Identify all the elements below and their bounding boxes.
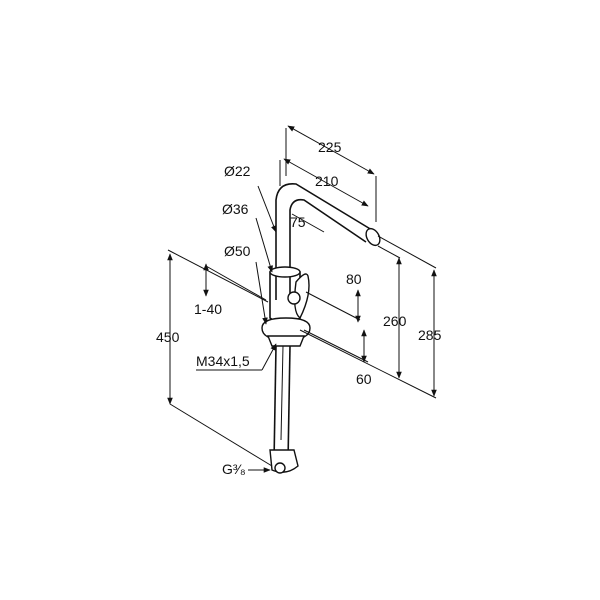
label-m34: M34x1,5 (196, 353, 250, 369)
label-260: 260 (383, 313, 407, 329)
faucet-outline (261, 183, 381, 474)
label-450: 450 (156, 329, 180, 345)
shank-center (280, 345, 284, 441)
spout-tip (365, 227, 381, 247)
dimension-labels: 225 210 Ø22 Ø36 75 Ø50 80 1-40 260 285 4… (156, 139, 442, 477)
shank-right (287, 345, 291, 463)
base-mount (266, 335, 306, 347)
label-225: 225 (318, 139, 342, 155)
label-d50: Ø50 (224, 243, 251, 259)
label-75: 75 (290, 214, 306, 230)
body-top (269, 266, 301, 278)
label-60: 60 (356, 371, 372, 387)
leader-d50 (255, 261, 268, 325)
leader-m34 (261, 343, 277, 371)
leader-d36 (255, 217, 273, 273)
label-1-40: 1-40 (194, 301, 222, 317)
lever-hub (287, 291, 301, 305)
label-285: 285 (418, 327, 442, 343)
label-g38: G³⁄₈ (222, 461, 246, 477)
dimension-lines (167, 125, 437, 473)
dim-210-line (283, 158, 369, 207)
lever-handle (293, 273, 310, 320)
label-d22: Ø22 (224, 163, 251, 179)
label-80: 80 (346, 271, 362, 287)
hose-nut (274, 462, 286, 474)
label-d36: Ø36 (222, 201, 249, 217)
label-210: 210 (315, 173, 339, 189)
shank-left (273, 345, 277, 463)
leader-d22 (257, 185, 277, 233)
